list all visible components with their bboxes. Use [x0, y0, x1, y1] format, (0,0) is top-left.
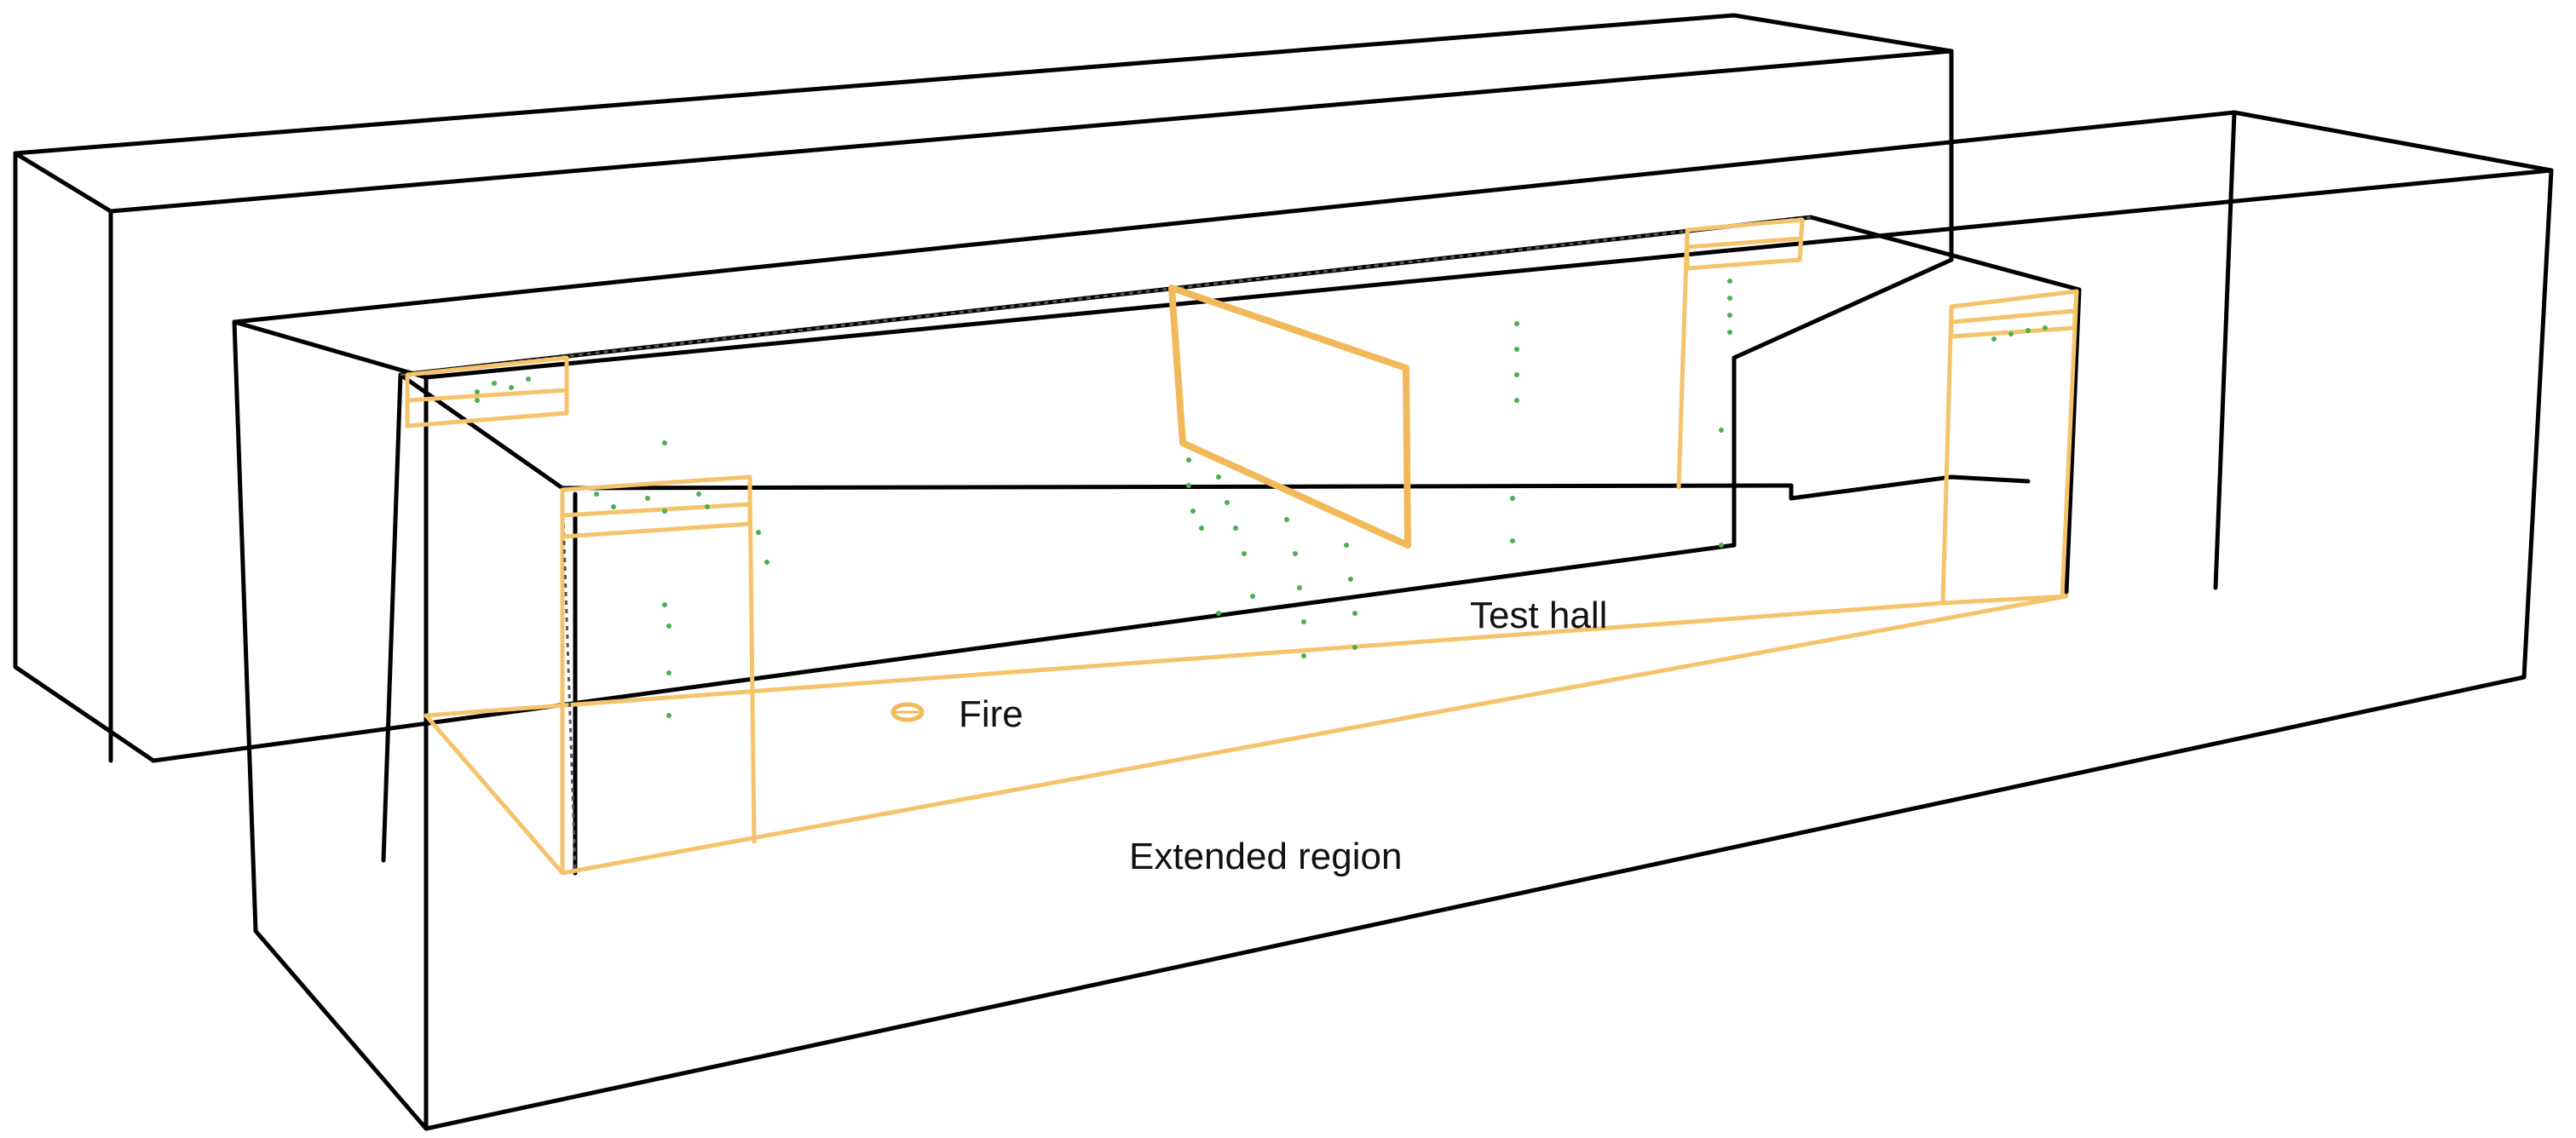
- fire-label: Fire: [959, 693, 1023, 735]
- extended-region-label: Extended region: [1129, 836, 1402, 877]
- extended-region-box: [232, 110, 2554, 1131]
- sensor-array: [475, 279, 2048, 718]
- back-extended-block: [13, 13, 1954, 763]
- vent-opening-left-upper: [405, 355, 569, 428]
- smoke-curtain: [1168, 284, 1411, 549]
- test-hall-label: Test hall: [1470, 595, 1607, 636]
- vent-opening-right-lower: [1949, 289, 2079, 339]
- vent-opening-left-lower: [560, 474, 752, 539]
- fire-source: [890, 702, 925, 722]
- test-hall: [400, 216, 2079, 876]
